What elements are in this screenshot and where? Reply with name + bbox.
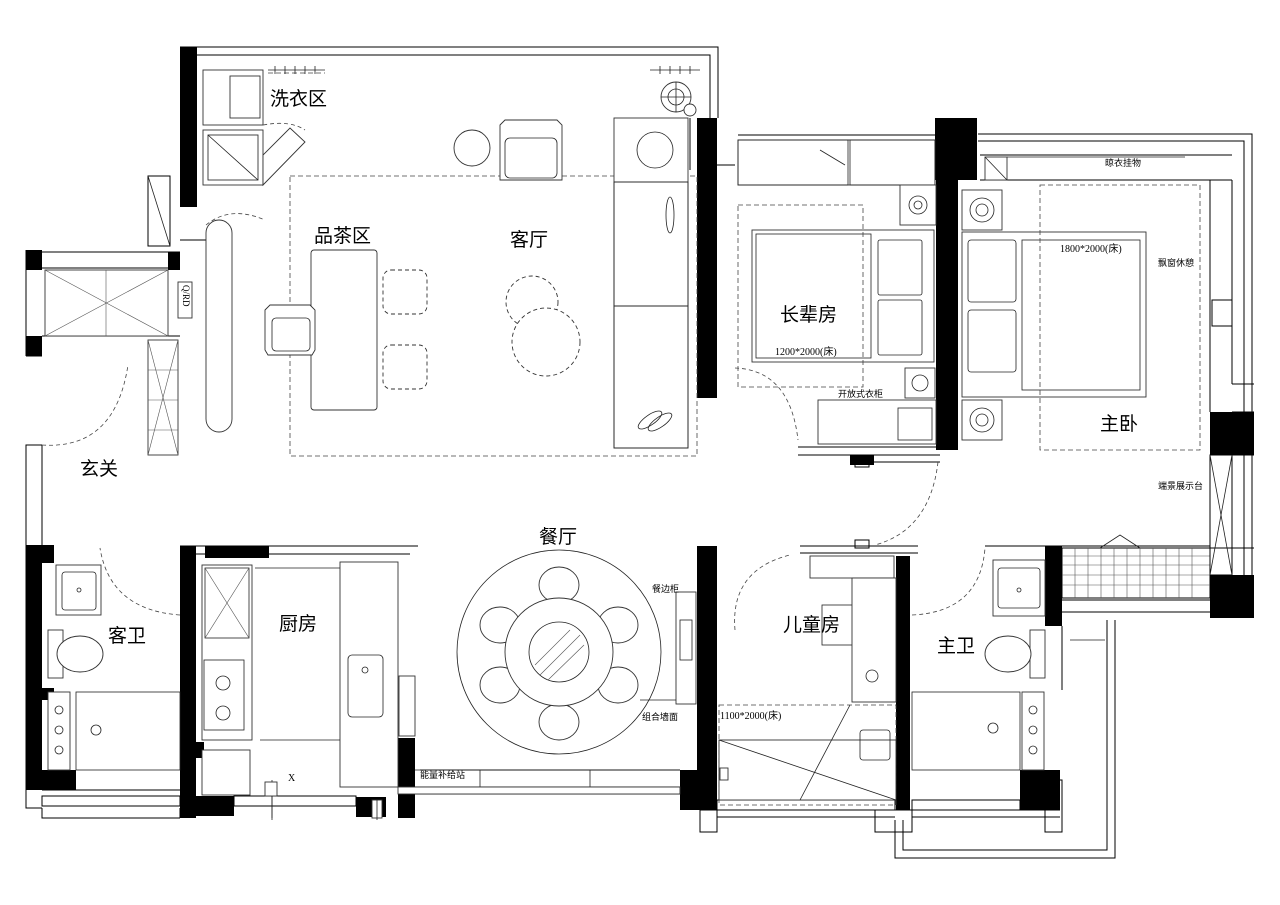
dining-chairs	[479, 566, 639, 741]
toilet-icon	[47, 629, 104, 679]
pillows-icon	[637, 410, 673, 432]
room-label-living-room: 客厅	[510, 229, 548, 251]
room-label-tea-area: 品茶区	[314, 225, 371, 247]
bay-window-label: 飘窗休憩	[1158, 257, 1194, 268]
living-room: 客厅	[453, 117, 689, 449]
entrance: 玄关	[41, 364, 129, 480]
kitchen: 厨房 X	[201, 561, 416, 818]
room-label-elder-room: 长辈房	[780, 304, 837, 326]
fridge-tag: Q/RD	[181, 285, 191, 307]
scenic-display-label: 端景展示台	[1158, 480, 1203, 491]
lazy-susan-stripes	[534, 629, 585, 681]
room-label-entrance: 玄关	[80, 458, 118, 480]
balcony-outlines	[147, 46, 1253, 859]
stove-icon	[203, 659, 245, 731]
master-bedroom: 主卧 1800*2000(床) 晾衣挂物 飘窗休憩 端景展示台	[874, 156, 1203, 546]
room-label-dining-room: 餐厅	[539, 526, 577, 548]
sideboard-label: 餐边柜	[652, 583, 679, 594]
room-label-guest-bath: 客卫	[108, 625, 146, 647]
armchair-icon	[264, 304, 316, 356]
solid-walls	[26, 47, 1254, 818]
laundry-area: 洗衣区	[202, 66, 700, 187]
dining-room: 餐厅 餐边柜 组合墙面 能量补给站	[397, 526, 697, 795]
toilet-icon-2	[984, 629, 1046, 679]
window-panes	[41, 299, 1233, 811]
elder-bed-size: 1200*2000(床)	[775, 345, 837, 358]
room-label-kids-room: 儿童房	[783, 614, 840, 636]
clothes-rack-icon	[268, 66, 700, 74]
plant-icon	[660, 81, 697, 117]
combo-wall-label: 组合墙面	[642, 711, 678, 722]
shoe-cabinet-hatch	[147, 339, 179, 456]
misc-details	[264, 781, 383, 820]
guest-bath: 客卫	[47, 547, 181, 771]
energy-station-label: 能量补给站	[420, 769, 465, 780]
kids-room: 儿童房 1100*2000(床)	[718, 554, 897, 806]
master-bed-size: 1800*2000(床)	[1060, 242, 1122, 255]
elder-room: 长辈房 1200*2000(床) 开放式衣柜	[734, 139, 937, 445]
room-label-kitchen: 厨房	[279, 613, 317, 635]
drying-rack-label: 晾衣挂物	[1105, 157, 1141, 168]
kids-bed-size: 1100*2000(床)	[720, 709, 781, 722]
window-hatch-vertical	[1074, 548, 1193, 598]
open-wardrobe-label: 开放式衣柜	[838, 388, 883, 399]
room-label-laundry: 洗衣区	[270, 88, 327, 110]
tea-area: Q/RD 品茶区	[44, 175, 698, 457]
x-mark: X	[288, 773, 296, 784]
master-bath: 主卫	[911, 547, 1105, 771]
room-label-master-bath: 主卫	[937, 635, 975, 657]
room-label-master-bedroom: 主卧	[1100, 413, 1138, 435]
